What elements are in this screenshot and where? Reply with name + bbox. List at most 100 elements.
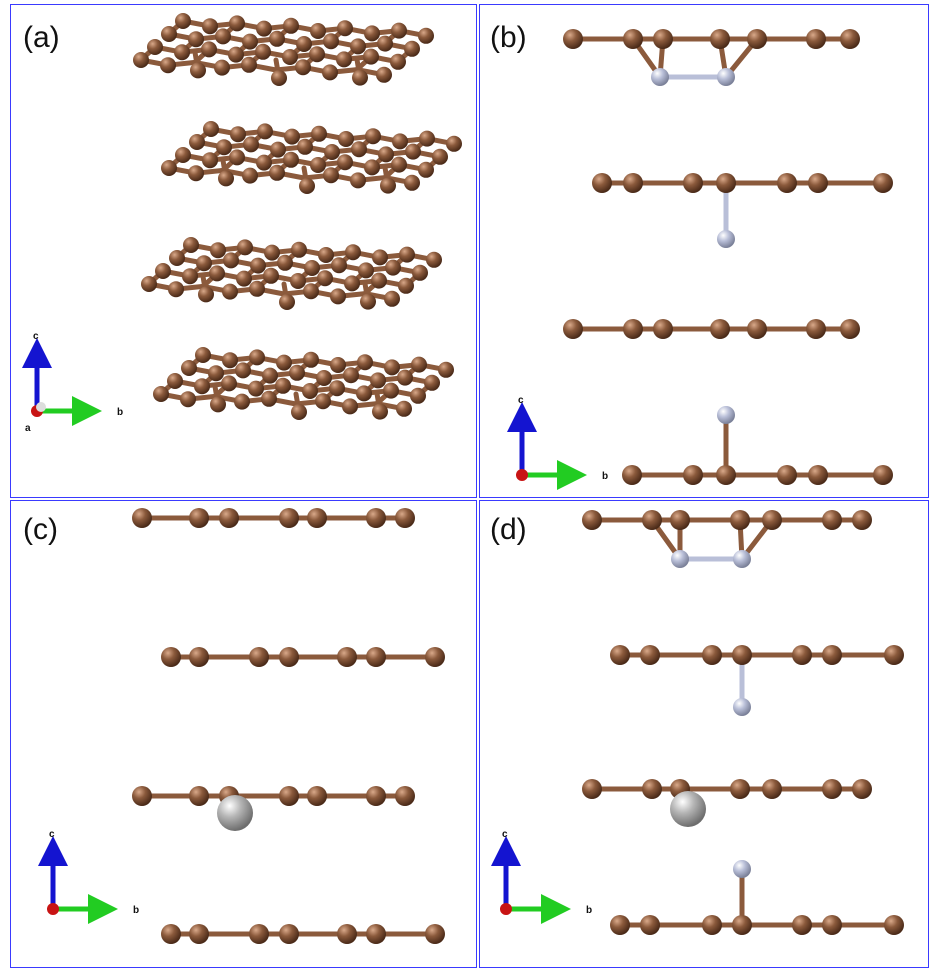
carbon-atom: [202, 152, 218, 169]
carbon-atom: [822, 915, 842, 935]
carbon-atom: [392, 133, 408, 150]
carbon-atom: [256, 20, 272, 37]
carbon-atom: [161, 647, 181, 667]
carbon-atom: [702, 915, 722, 935]
nitrogen-atom: [733, 860, 751, 878]
nitrogen-atom: [717, 406, 735, 424]
carbon-atom: [201, 41, 217, 58]
carbon-atom: [153, 386, 169, 402]
carbon-atom: [762, 510, 782, 530]
panel-label-b: (b): [490, 21, 527, 54]
carbon-atom: [215, 28, 231, 45]
carbon-atom: [303, 283, 319, 300]
carbon-atom: [342, 398, 358, 415]
carbon-atom: [370, 372, 386, 389]
carbon-atom: [396, 400, 412, 417]
carbon-atom: [884, 645, 904, 665]
carbon-atom: [237, 239, 253, 256]
carbon-atom: [653, 319, 673, 339]
carbon-atom: [391, 22, 407, 39]
carbon-atom: [592, 173, 612, 193]
carbon-atom: [405, 143, 421, 160]
carbon-atom: [366, 647, 386, 667]
carbon-atom: [291, 241, 307, 258]
carbon-atom: [275, 377, 291, 394]
carbon-atom: [243, 136, 259, 153]
carbon-atom: [155, 263, 171, 279]
carbon-atom: [279, 647, 299, 667]
carbon-atom: [840, 29, 860, 49]
carbon-atom: [295, 59, 311, 76]
carbon-atom: [299, 178, 315, 194]
carbon-atom: [350, 172, 366, 189]
carbon-atom: [331, 257, 347, 274]
carbon-atom: [640, 915, 660, 935]
carbon-atom: [263, 267, 279, 284]
carbon-atom: [189, 924, 209, 944]
carbon-atom: [279, 294, 295, 310]
carbon-atom: [210, 396, 226, 413]
carbon-atom: [222, 352, 238, 369]
carbon-atom: [174, 44, 190, 61]
carbon-atom: [438, 361, 454, 378]
carbon-atom: [418, 161, 434, 178]
axis-a-dot: [47, 903, 59, 915]
carbon-atom: [372, 403, 388, 420]
carbon-atom: [279, 786, 299, 806]
carbon-atom: [777, 465, 797, 485]
nitrogen-atom: [717, 68, 735, 86]
carbon-atom: [424, 374, 440, 391]
carbon-atom: [610, 645, 630, 665]
carbon-atom: [582, 779, 602, 799]
carbon-atom: [623, 173, 643, 193]
carbon-atom: [309, 46, 325, 63]
carbon-atom: [194, 378, 210, 395]
carbon-atom: [271, 70, 287, 86]
carbon-atom: [249, 349, 265, 366]
carbon-atom: [732, 645, 752, 665]
carbon-atom: [808, 465, 828, 485]
carbon-atom: [710, 319, 730, 339]
carbon-atom: [218, 170, 234, 187]
carbon-atom: [806, 319, 826, 339]
axis-b-label: b: [117, 407, 123, 418]
carbon-atom: [168, 281, 184, 298]
carbon-atom: [208, 365, 224, 382]
carbon-atom: [175, 147, 191, 163]
carbon-atom: [235, 362, 251, 379]
carbon-atom: [371, 272, 387, 289]
carbon-atom: [269, 30, 285, 47]
carbon-atom: [337, 154, 353, 171]
axis-b-label: b: [586, 905, 592, 916]
carbon-atom: [425, 647, 445, 667]
carbon-atom: [622, 465, 642, 485]
carbon-atom: [202, 18, 218, 35]
carbon-atom: [318, 247, 334, 263]
carbon-atom: [261, 390, 277, 407]
carbon-atom: [356, 385, 372, 402]
carbon-atom: [670, 510, 690, 530]
carbon-atom: [284, 128, 300, 145]
carbon-atom: [264, 244, 280, 261]
carbon-atom: [366, 924, 386, 944]
carbon-atom: [642, 779, 662, 799]
carbon-atom: [840, 319, 860, 339]
axis-a-label: a: [25, 423, 31, 434]
carbon-atom: [338, 131, 354, 147]
carbon-atom: [350, 38, 366, 55]
carbon-atom: [190, 62, 206, 79]
carbon-atom: [410, 387, 426, 404]
carbon-atom: [279, 508, 299, 528]
carbon-atom: [322, 64, 338, 81]
metal-atom: [217, 795, 253, 831]
carbon-atom: [310, 157, 326, 173]
carbon-atom: [317, 270, 333, 287]
carbon-atom: [234, 393, 250, 410]
carbon-atom: [221, 375, 237, 392]
carbon-atom: [360, 293, 376, 310]
carbon-atom: [303, 351, 319, 368]
carbon-atom: [188, 31, 204, 48]
carbon-atom: [198, 286, 214, 303]
carbon-atom: [364, 159, 380, 176]
carbon-atom: [229, 15, 245, 32]
